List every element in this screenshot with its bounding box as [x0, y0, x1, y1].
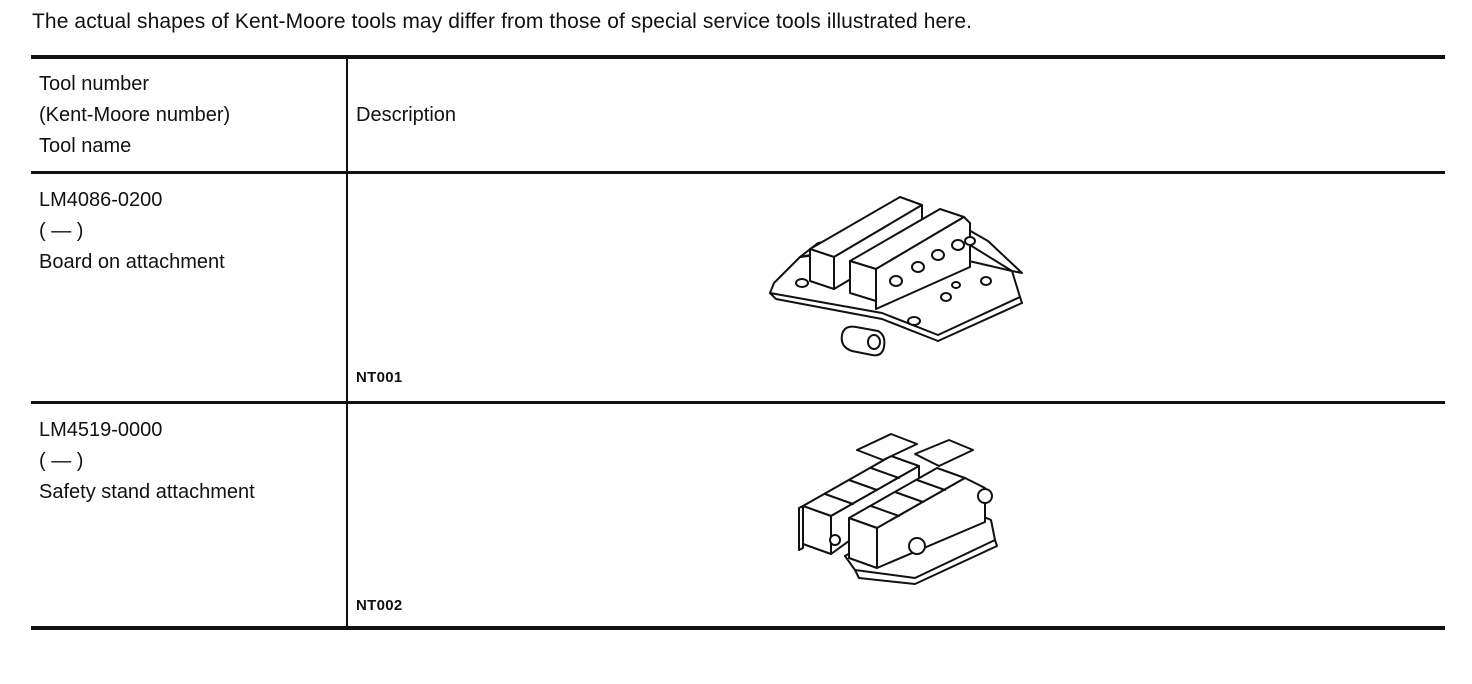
header-bottom-rule — [31, 171, 1445, 174]
tool-name: Board on attachment — [39, 251, 225, 273]
tool-name: Safety stand attachment — [39, 481, 255, 503]
safety-stand-attachment-illustration — [798, 433, 998, 585]
header-kent-moore-number: (Kent-Moore number) — [39, 104, 231, 126]
column-divider — [346, 58, 348, 628]
board-on-attachment-illustration — [769, 196, 1023, 357]
header-tool-number: Tool number — [39, 73, 150, 95]
kent-moore-number: ( — ) — [39, 450, 84, 472]
header-description: Description — [356, 104, 457, 126]
kent-moore-number: ( — ) — [39, 220, 84, 242]
figure-code: NT001 — [356, 369, 403, 386]
header-tool-name: Tool name — [39, 135, 132, 157]
table-bottom-rule — [31, 626, 1445, 630]
tool-notice: The actual shapes of Kent-Moore tools ma… — [32, 10, 973, 33]
table-row-tool-info: LM4519-0000 ( — ) Safety stand attachmen… — [39, 415, 255, 508]
figure-code: NT002 — [356, 597, 403, 614]
table-top-rule — [31, 55, 1445, 59]
row-divider-rule — [31, 401, 1445, 404]
header-tool-column: Tool number (Kent-Moore number) Tool nam… — [39, 69, 230, 162]
tool-number: LM4519-0000 — [39, 419, 163, 441]
table-row-tool-info: LM4086-0200 ( — ) Board on attachment — [39, 185, 225, 278]
tool-number: LM4086-0200 — [39, 189, 163, 211]
